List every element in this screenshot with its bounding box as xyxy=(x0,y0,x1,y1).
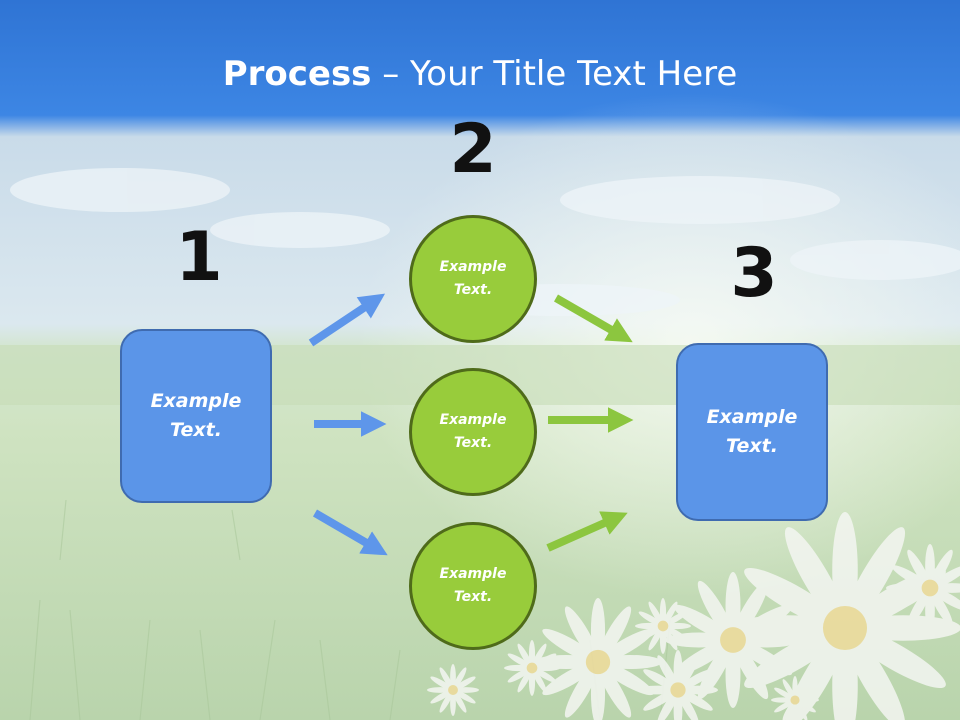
circle-bottom-text-line2: Text. xyxy=(453,589,493,605)
arrow-from-top-circle xyxy=(554,294,633,343)
circle-middle-text-line1: Example xyxy=(439,412,507,428)
step-1-text-line2: Text. xyxy=(170,419,222,441)
step-number-1: 1 xyxy=(175,218,223,297)
circle-bottom-text-line1: Example xyxy=(439,566,507,582)
step-1-text-line1: Example xyxy=(150,390,242,412)
circle-top-text-line2: Text. xyxy=(453,282,493,298)
step-number-3: 3 xyxy=(730,234,778,313)
step-3-box: Example Text. xyxy=(676,343,828,521)
slide-title-rest: – Your Title Text Here xyxy=(371,54,738,94)
slide-title-bold: Process xyxy=(222,54,372,94)
arrow-to-bottom-circle xyxy=(312,509,388,556)
step-2-circle-middle: Example Text. xyxy=(409,368,537,496)
step-2-circle-bottom: Example Text. xyxy=(409,522,537,650)
step-number-2: 2 xyxy=(449,110,497,189)
arrow-from-bottom-circle xyxy=(546,511,628,552)
slide-title: Process – Your Title Text Here xyxy=(0,52,960,96)
circle-top-text-line1: Example xyxy=(439,259,507,275)
step-3-text-line2: Text. xyxy=(726,435,778,457)
step-3-text-line1: Example xyxy=(706,406,798,428)
arrow-to-top-circle xyxy=(308,293,386,347)
circle-middle-text-line2: Text. xyxy=(453,435,493,451)
step-2-circle-top: Example Text. xyxy=(409,215,537,343)
step-1-box: Example Text. xyxy=(120,329,272,503)
